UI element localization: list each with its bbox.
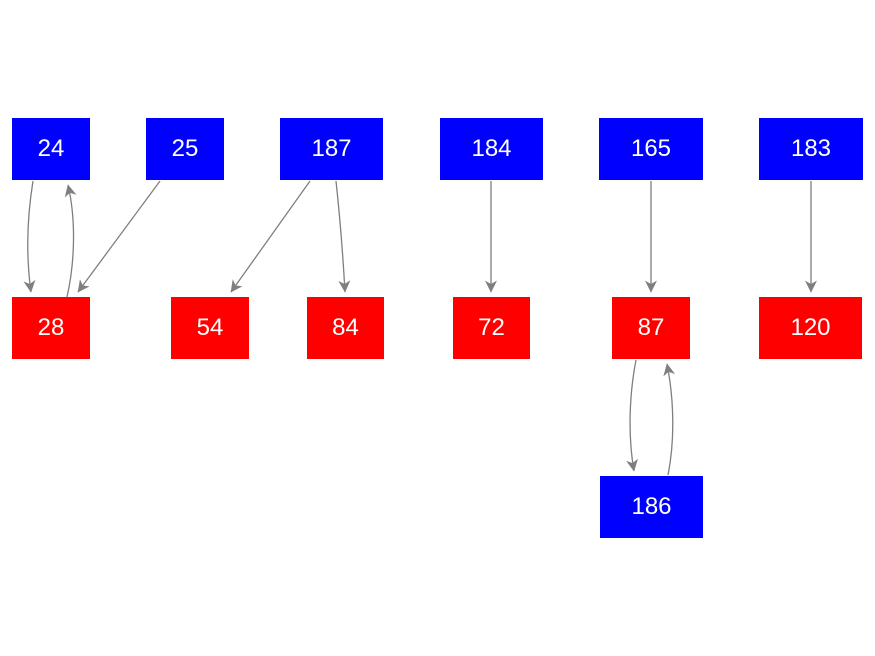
graph-node-87[interactable]: 87: [612, 297, 690, 359]
edge-187-to-54: [230, 180, 311, 293]
graph-node-165[interactable]: 165: [599, 118, 703, 180]
graph-node-28[interactable]: 28: [12, 297, 90, 359]
graph-node-186[interactable]: 186: [600, 476, 703, 538]
graph-node-24[interactable]: 24: [12, 118, 90, 180]
graph-node-120[interactable]: 120: [759, 297, 862, 359]
edge-186-to-87: [663, 363, 676, 476]
graph-node-184[interactable]: 184: [440, 118, 543, 180]
edges-group: [23, 180, 817, 476]
edge-28-to-24: [64, 184, 77, 298]
graph-node-72[interactable]: 72: [453, 297, 530, 359]
graph-node-84[interactable]: 84: [307, 297, 384, 359]
edge-24-to-28: [23, 180, 36, 293]
graph-node-183[interactable]: 183: [759, 118, 863, 180]
graph-node-54[interactable]: 54: [171, 297, 249, 359]
edge-25-to-28: [77, 180, 161, 293]
edge-87-to-186: [626, 359, 638, 472]
graph-node-187[interactable]: 187: [280, 118, 383, 180]
graph-node-25[interactable]: 25: [146, 118, 224, 180]
edge-187-to-84: [335, 180, 351, 293]
